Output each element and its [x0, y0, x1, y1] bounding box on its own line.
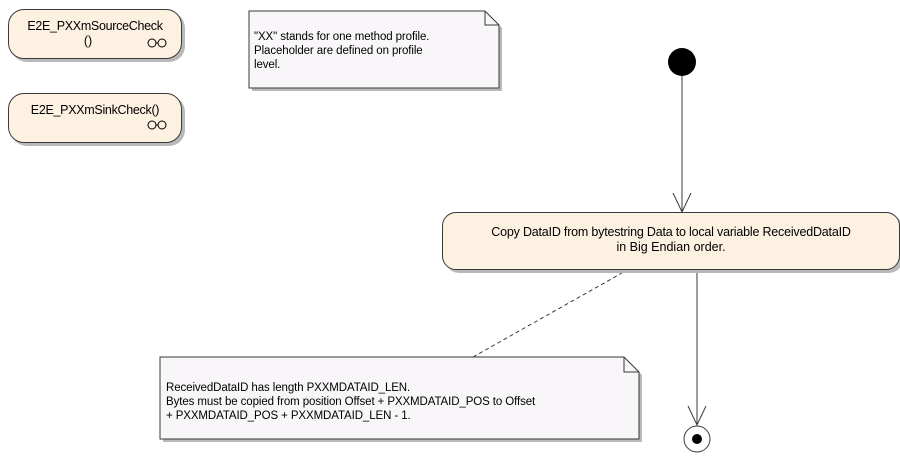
control-flow-end [687, 270, 707, 427]
copy-dataid-label-line2: in Big Endian order. [616, 240, 726, 254]
source-check-label-line2: () [83, 34, 93, 48]
dataid-note [159, 356, 642, 442]
action-source-check[interactable]: E2E_PXXmSourceCheck () [8, 9, 182, 59]
profile-note-text: "XX" stands for one method profile. Plac… [254, 30, 429, 72]
note-anchor-line [472, 272, 623, 358]
final-node-icon[interactable] [683, 425, 711, 453]
control-flow-start [672, 76, 692, 214]
rake-icon [147, 120, 167, 130]
profile-note-line1: "XX" stands for one method profile. [254, 31, 430, 43]
initial-node-icon[interactable] [668, 48, 696, 76]
action-copy-dataid[interactable]: Copy DataID from bytestring Data to loca… [442, 212, 900, 270]
profile-note [248, 10, 502, 91]
action-sink-check[interactable]: E2E_PXXmSinkCheck() [8, 93, 182, 143]
profile-note-line3: level. [254, 59, 281, 71]
copy-dataid-label-line1: Copy DataID from bytestring Data to loca… [491, 225, 851, 239]
dataid-note-line2: Bytes must be copied from position Offse… [166, 396, 536, 408]
sink-check-label: E2E_PXXmSinkCheck() [30, 103, 160, 117]
dataid-note-text: ReceivedDataID has length PXXMDATAID_LEN… [166, 381, 535, 423]
dataid-note-line1: ReceivedDataID has length PXXMDATAID_LEN… [166, 382, 411, 394]
dataid-note-line3: + PXXMDATAID_POS + PXXMDATAID_LEN - 1. [166, 410, 411, 422]
source-check-label-line1: E2E_PXXmSourceCheck [27, 19, 163, 33]
rake-icon [147, 38, 167, 48]
profile-note-line2: Placeholder are defined on profile [254, 45, 423, 57]
